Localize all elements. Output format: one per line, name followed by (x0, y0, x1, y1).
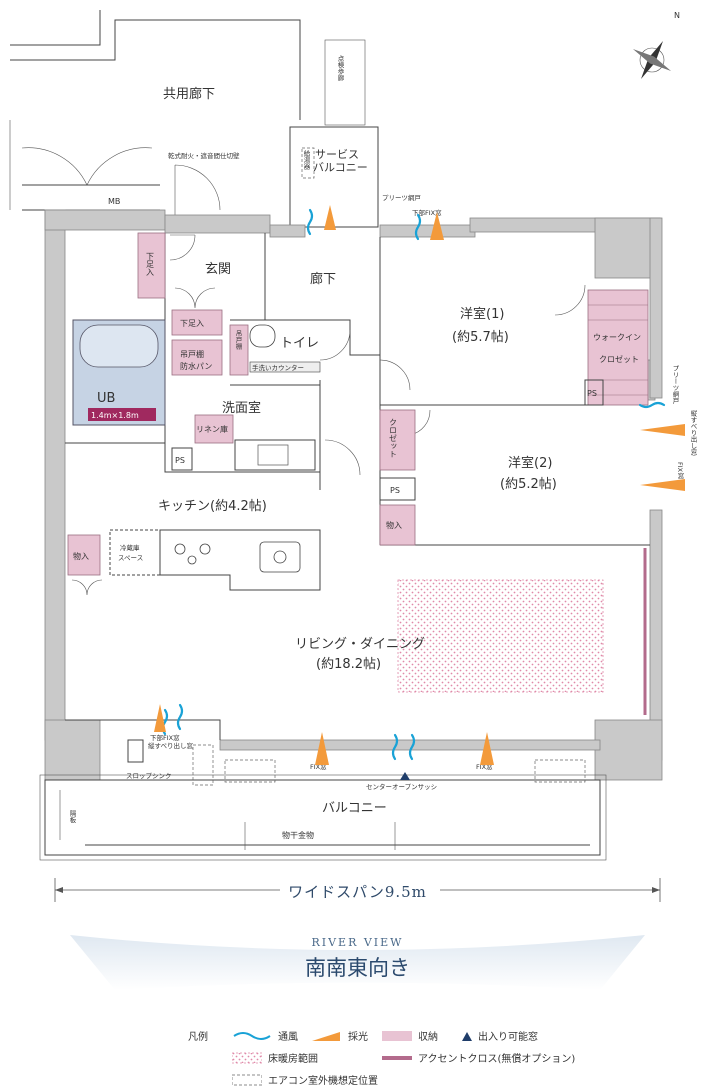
hanging-cabinet-label: 吊戸棚 (234, 330, 242, 351)
walkin-closet-label-2: クロゼット (599, 354, 639, 364)
fix-window-right2-label: FIX窓 (476, 762, 493, 771)
wind-icon (233, 1031, 271, 1040)
pleats-screen-top-label: プリーツ網戸 (382, 193, 421, 202)
floor-plan: N 共用廊下 MB 乾式耐火・遮音間仕切壁 給湯器 サービス バルコニー 点検歩… (9, 10, 697, 861)
lower-fix-window-bottom-label-1: 下部FIX窓 (150, 733, 180, 742)
entry-triangle-icon (462, 1031, 472, 1041)
light-icon (312, 1031, 340, 1041)
ps-label-1: PS (175, 456, 185, 465)
mb-label: MB (108, 197, 120, 206)
entrance-doors: MB 乾式耐火・遮音間仕切壁 (21, 147, 240, 215)
fridge-label-2: スペース (118, 554, 143, 562)
compass: N (632, 11, 680, 80)
water-heater-label: 給湯器 (302, 149, 310, 171)
legend-light: 採光 (310, 1028, 368, 1043)
shoe-storage-vertical-label: 下足入 (146, 252, 155, 276)
room-labels: 玄関 廊下 トイレ 手洗いカウンター 洗面室 キッチン(約4.2帖) リビング・… (158, 262, 557, 672)
wide-span-label: ワイドスパン9.5m (288, 883, 427, 901)
kitchen-counter: 冷蔵庫 スペース (109, 529, 321, 591)
doors (71, 234, 586, 596)
river-view-label: RIVER VIEW (311, 936, 404, 949)
pleats-screen-right-label: プリーツ網戸 (671, 365, 679, 406)
legend-aircon: エアコン室外機想定位置 (232, 1072, 378, 1087)
lower-fix-window-top-label: 下部FIX窓 (412, 208, 442, 217)
service-balcony-label-1: サービス (315, 148, 359, 161)
window-labels: プリーツ網戸 下部FIX窓 プリーツ網戸 縦すべり出し窓 FIX窓 FIX窓 F… (148, 193, 697, 791)
walkin-closet-label-1: ウォークイン (593, 333, 641, 342)
wash-room-label: 洗面室 (222, 400, 261, 416)
legend-floor-heat: 床暖房範囲 (232, 1050, 318, 1065)
genkan-label: 玄関 (205, 262, 231, 277)
inspection-walkway-label: 点検歩廊 (336, 55, 344, 83)
room2-area-label: (約5.2帖) (500, 477, 557, 492)
hand-wash-counter-label: 手洗いカウンター (252, 363, 304, 372)
room2-label: 洋室(2) (508, 455, 552, 471)
living-area-label: (約18.2帖) (316, 657, 381, 672)
legend-wind: 通風 (232, 1028, 298, 1043)
wash-basin (234, 439, 316, 471)
hanging-cabinet2-label: 吊戸棚 (180, 349, 204, 359)
accent-line-icon (382, 1055, 412, 1060)
room1-label: 洋室(1) (460, 306, 504, 322)
legend-storage-text: 収納 (418, 1032, 438, 1043)
vertical-slide-window-label: 縦すべり出し窓 (689, 409, 697, 456)
slop-sink-label: スロップシンク (126, 772, 172, 780)
river-view-band (70, 935, 645, 990)
aircon-swatch-icon (232, 1074, 262, 1085)
hallway-label: 廊下 (310, 271, 336, 287)
living-label: リビング・ダイニング (295, 637, 425, 652)
storage-areas: 下足入 下足入 吊戸棚 吊戸棚 防水パン リネン庫 クロゼット 物入 物入 ウォ… (67, 232, 649, 576)
waterproof-pan-label: 防水パン (180, 361, 212, 371)
clothes-hanger-label: 物干金物 (282, 830, 314, 840)
fix-window-left-label: FIX窓 (310, 762, 327, 771)
legend-entry: 出入り可能窓 (462, 1028, 538, 1043)
ps-label-2: PS (390, 486, 400, 495)
storage-room2-label: 物入 (386, 520, 402, 530)
legend-aircon-text: エアコン室外機想定位置 (268, 1076, 378, 1087)
service-balcony: 給湯器 サービス バルコニー 点検歩廊 (289, 39, 379, 228)
floor-heat-swatch-icon (232, 1052, 262, 1063)
legend-accent: アクセントクロス(無償オプション) (382, 1050, 575, 1065)
unit-bath: UB 1.4m×1.8m (72, 319, 166, 426)
legend-wind-text: 通風 (278, 1032, 298, 1043)
floor-heating-area (397, 579, 604, 693)
shoe-storage-label: 下足入 (180, 319, 204, 328)
legend-accent-text: アクセントクロス(無償オプション) (418, 1054, 576, 1065)
legend-storage: 収納 (382, 1028, 438, 1043)
legend-entry-text: 出入り可能窓 (478, 1032, 538, 1043)
legend-floor-heat-text: 床暖房範囲 (268, 1054, 318, 1065)
ub-size-label: 1.4m×1.8m (91, 411, 139, 420)
storage-kitchen-label: 物入 (73, 551, 89, 561)
exterior-walls (44, 209, 663, 781)
ps-label-3: PS (587, 389, 597, 398)
storage-swatch-icon (382, 1030, 412, 1041)
legend-title-text: 凡例 (188, 1032, 208, 1043)
linen-storage-label: リネン庫 (196, 424, 228, 434)
legend-title: 凡例 (188, 1028, 208, 1043)
living-boundary (65, 719, 221, 740)
common-corridor-label: 共用廊下 (163, 86, 215, 102)
neighbor-outline (9, 10, 301, 210)
wide-span-dimension (54, 878, 661, 902)
partition-board-label: 隔板 (68, 809, 76, 825)
balcony-label: バルコニー (322, 801, 387, 816)
ub-label: UB (97, 391, 115, 406)
center-open-sash-label: センターオープンサッシ (366, 782, 437, 791)
legend-light-text: 採光 (348, 1032, 368, 1043)
toilet-fixture (249, 324, 321, 373)
room1-area-label: (約5.7帖) (452, 330, 509, 345)
toilet-label: トイレ (280, 336, 319, 351)
lower-fix-window-bottom-label-2: 縦すべり出し窓 (148, 741, 194, 750)
compass-north-label: N (674, 11, 680, 20)
fire-wall-label: 乾式耐火・遮音間仕切壁 (168, 151, 240, 160)
direction-label: 南南東向き (305, 956, 410, 980)
closet-label: クロゼット (389, 418, 398, 458)
fridge-label-1: 冷蔵庫 (120, 543, 140, 552)
ps-boxes: PS PS PS (171, 379, 604, 501)
fix-window-right-label: FIX窓 (676, 462, 684, 479)
kitchen-label: キッチン(約4.2帖) (158, 499, 267, 514)
balcony: 隔板 物干金物 スロップシンク バルコニー (39, 739, 607, 861)
ventilation-light-indicators (154, 205, 685, 780)
service-balcony-label-2: バルコニー (313, 161, 368, 174)
